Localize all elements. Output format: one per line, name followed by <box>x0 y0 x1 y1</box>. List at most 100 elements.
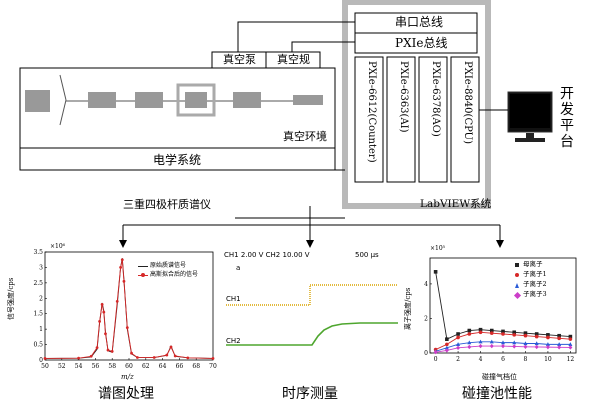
timing-ch1: CH1 <box>226 295 241 303</box>
data-point <box>557 333 561 338</box>
data-point <box>467 344 472 350</box>
fit-point <box>211 357 215 360</box>
legend-label-frag2: 子离子2 <box>523 280 547 288</box>
gauge-pxie-line <box>291 41 355 52</box>
fit-point <box>98 320 101 323</box>
y-tick-label: 2 <box>424 315 428 322</box>
data-point <box>489 328 494 333</box>
fit-point <box>136 356 139 359</box>
x-tick-label: 70 <box>209 363 217 370</box>
collision-exponent: ×10⁵ <box>430 245 446 252</box>
y-tick-label: 0.5 <box>33 342 43 349</box>
legend-marker-frag1 <box>515 273 519 277</box>
data-point <box>568 345 573 350</box>
data-point <box>523 333 528 338</box>
data-point <box>534 334 539 339</box>
data-point <box>545 342 550 346</box>
data-point <box>478 339 483 344</box>
data-point <box>534 344 539 350</box>
data-point <box>568 342 573 346</box>
pxie-bus-label: PXIe总线 <box>395 36 448 50</box>
x-tick-label: 8 <box>524 356 528 363</box>
data-point <box>512 340 517 345</box>
data-point <box>512 330 517 335</box>
vacuum-env-label: 真空环境 <box>283 130 327 143</box>
fit-point <box>125 326 129 329</box>
x-tick-label: 68 <box>192 363 200 370</box>
data-point <box>456 335 460 340</box>
x-tick-label: 64 <box>159 363 167 370</box>
data-point <box>445 342 449 347</box>
module-box-cpu <box>450 56 480 183</box>
x-tick-label: 54 <box>75 363 83 370</box>
x-tick-label: 58 <box>108 363 116 370</box>
data-point <box>467 328 472 333</box>
dev-platform-label: 开发平台 <box>560 86 574 150</box>
data-point <box>456 345 461 351</box>
vacuum-pump-label: 真空泵 <box>223 53 256 66</box>
data-point <box>489 339 494 344</box>
y-tick-label: 1.5 <box>33 311 43 318</box>
fit-point <box>120 258 124 262</box>
module-box-ao <box>418 56 448 183</box>
fit-point <box>169 345 173 349</box>
y-tick-label: 2 <box>39 295 43 302</box>
spectrum-xlabel: m/z <box>121 373 134 381</box>
data-point <box>557 342 562 346</box>
collision-xlabel: 碰撞气档位 <box>482 373 517 381</box>
x-tick-label: 10 <box>544 356 552 363</box>
legend-label-frag3: 子离子3 <box>523 290 547 298</box>
legend-swatch-raw <box>138 266 148 268</box>
spectrum-exponent: ×10⁶ <box>50 243 66 250</box>
monitor-icon <box>507 91 553 142</box>
y-tick-label: 0 <box>424 350 428 357</box>
fit-point <box>122 279 126 283</box>
x-tick-label: 12 <box>567 356 575 363</box>
data-point <box>444 348 449 353</box>
data-point <box>489 343 494 349</box>
timing-marker: a <box>236 264 241 272</box>
legend-label-frag1: 子离子1 <box>523 270 547 278</box>
data-point <box>433 270 438 274</box>
data-point <box>467 332 472 336</box>
collision-ylabel: 离子强度/cps <box>404 287 412 330</box>
x-tick-label: 0 <box>434 356 438 363</box>
collision-caption: 碰撞池性能 <box>462 386 532 402</box>
fit-point <box>173 354 177 358</box>
fit-point <box>104 332 107 336</box>
data-point <box>512 333 517 337</box>
legend-marker-parent <box>515 263 519 267</box>
fit-point <box>100 303 104 306</box>
vacuum-gauge-label: 真空规 <box>277 53 310 66</box>
x-tick-label: 60 <box>125 363 133 370</box>
data-point <box>546 335 550 340</box>
fit-point <box>77 356 80 360</box>
spectrum-plot-frame <box>44 251 214 361</box>
x-tick-label: 50 <box>41 363 49 370</box>
data-point <box>523 331 528 335</box>
y-tick-label: 0 <box>39 357 43 364</box>
pxie-bus-box <box>354 32 478 54</box>
electrical-line <box>19 148 345 171</box>
data-point <box>557 345 562 350</box>
ch1-trace <box>226 284 398 306</box>
y-tick-label: 3.5 <box>33 249 43 256</box>
fit-point <box>152 356 156 359</box>
labview-frame <box>342 0 491 209</box>
legend-label-raw: 原始质谱信号 <box>150 262 187 269</box>
data-point <box>501 332 505 336</box>
ms-internals <box>25 74 323 126</box>
data-point <box>433 349 438 355</box>
spectrum-caption: 谱图处理 <box>98 386 154 402</box>
x-tick-label: 6 <box>501 356 505 363</box>
x-tick-label: 66 <box>176 363 184 370</box>
data-point <box>534 341 539 346</box>
timing-panel <box>224 250 399 365</box>
legend-marker-frag2 <box>515 283 519 288</box>
legend-marker-fit <box>141 273 145 277</box>
data-point <box>557 336 561 341</box>
data-point <box>568 337 573 341</box>
